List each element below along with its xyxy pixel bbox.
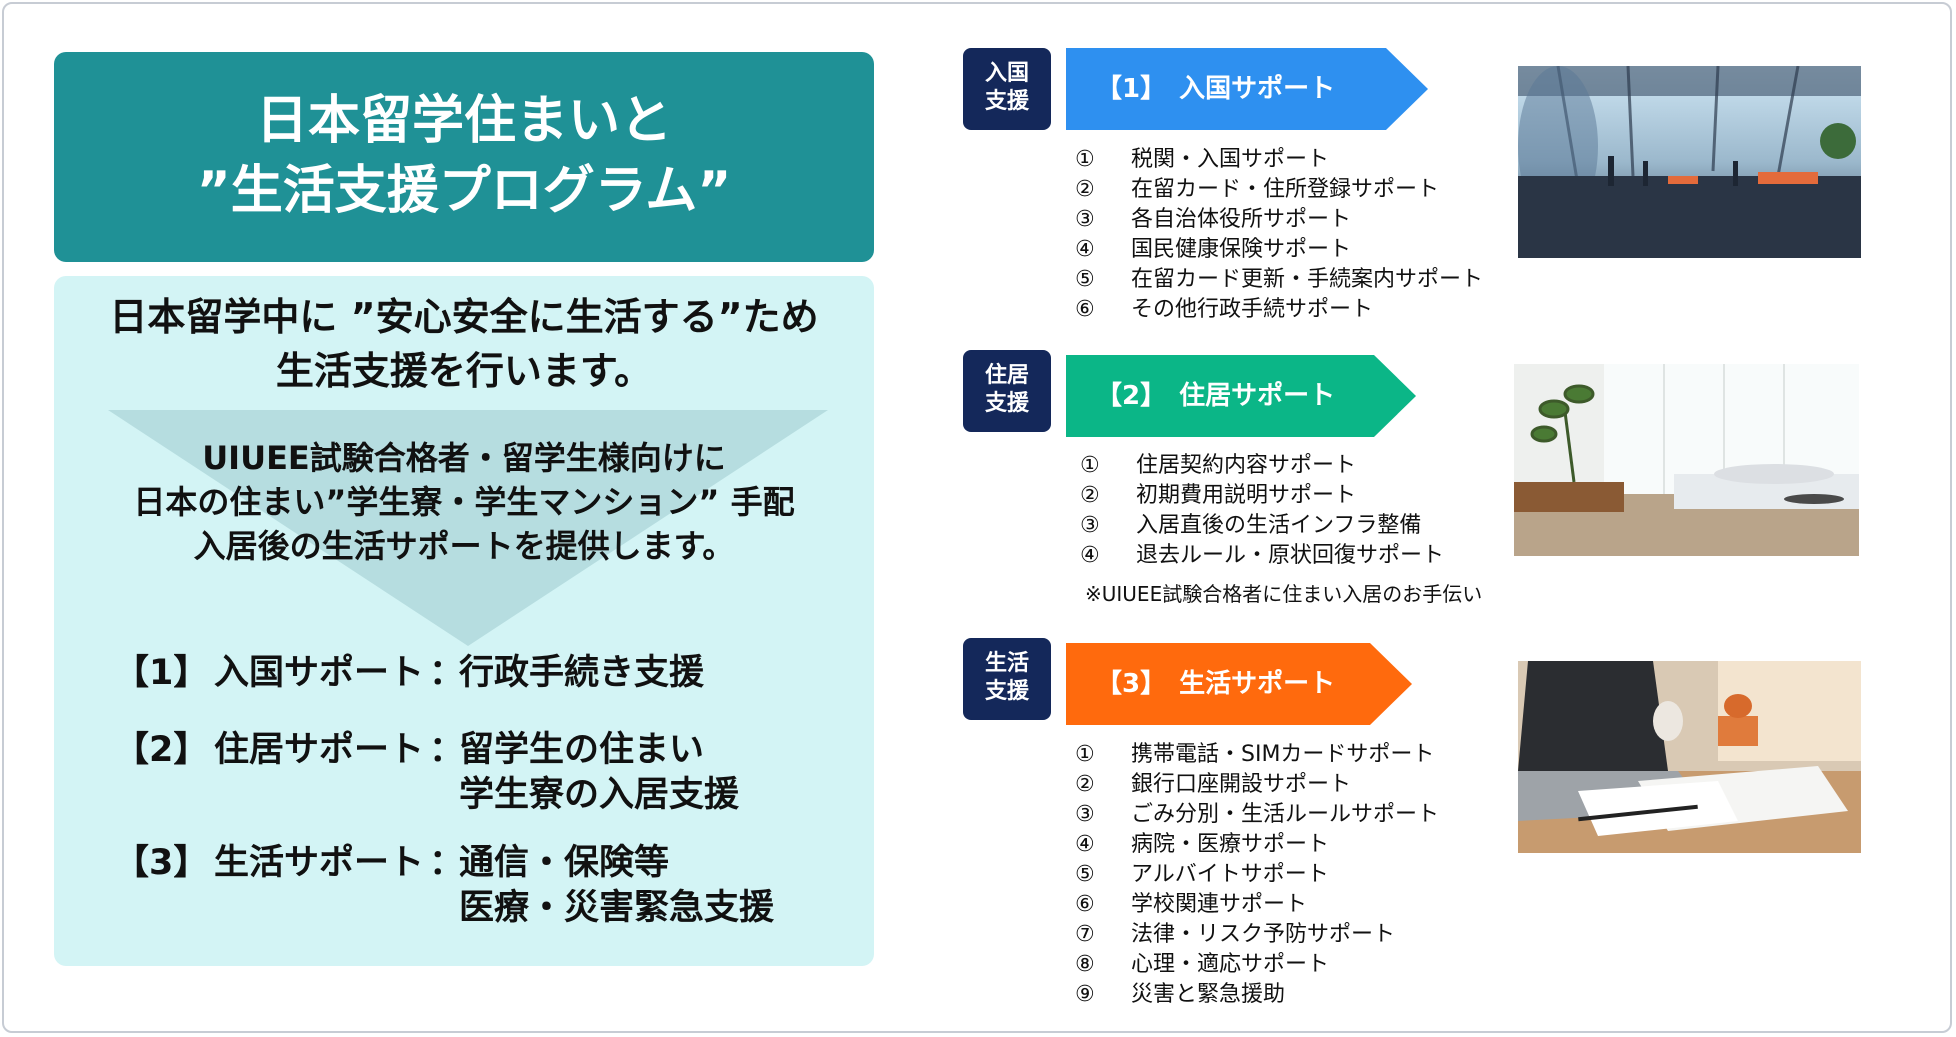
down-triangle xyxy=(108,410,828,646)
summary-desc: 留学生の住まい xyxy=(459,730,705,770)
lead-line-1: 日本留学中に ”安心安全に生活する”ため xyxy=(109,295,819,339)
triangle-line-1: UIUEE試験合格者・留学生様向けに xyxy=(202,439,726,477)
tag-line-2: 支援 xyxy=(984,391,1029,416)
life-heading-arrow: 【3】 生活サポート xyxy=(1066,643,1412,725)
entry-heading-arrow: 【1】 入国サポート xyxy=(1066,48,1428,130)
summary-desc: 通信・保険等 xyxy=(459,843,670,883)
summary-name: 生活サポート xyxy=(214,843,425,883)
tag-line-1: 住居 xyxy=(984,363,1029,388)
summary-bracket: 【2】 xyxy=(114,730,209,770)
triangle-line-2: 日本の住まい”学生寮・学生マンション” 手配 xyxy=(133,483,795,521)
summary-desc-2: 学生寮の入居支援 xyxy=(459,775,740,815)
summary-name: 入国サポート xyxy=(214,653,425,693)
title-line-2: ”生活支援プログラム” xyxy=(196,161,732,221)
tag-entry: 入国 支援 xyxy=(963,48,1051,130)
summary-colon: ： xyxy=(429,730,465,770)
housing-note: ※UIUEE試験合格者に住まい入居のお手伝い xyxy=(1085,582,1483,606)
summary-name: 住居サポート xyxy=(214,730,425,770)
tag-life: 生活 支援 xyxy=(963,638,1051,720)
lead-text: 日本留学中に ”安心安全に生活する”ため 生活支援を行います。 xyxy=(54,290,874,398)
triangle-line-3: 入居後の生活サポートを提供します。 xyxy=(193,527,735,565)
summary-bracket: 【1】 xyxy=(114,653,209,693)
tag-line-2: 支援 xyxy=(984,89,1029,114)
title-line-1: 日本留学住まいと xyxy=(255,91,672,151)
tag-housing: 住居 支援 xyxy=(963,350,1051,432)
tag-line-2: 支援 xyxy=(984,679,1029,704)
desk-laptop-photo xyxy=(1518,661,1861,853)
summary-item-housing: 【2】住居サポート：留学生の住まい 学生寮の入居支援 xyxy=(114,728,739,818)
triangle-text: UIUEE試験合格者・留学生様向けに 日本の住まい”学生寮・学生マンション” 手… xyxy=(54,436,874,568)
summary-desc: 行政手続き支援 xyxy=(459,653,705,693)
title-box: 日本留学住まいと ”生活支援プログラム” xyxy=(54,52,874,262)
airport-photo xyxy=(1518,66,1861,258)
summary-item-entry: 【1】入国サポート：行政手続き支援 xyxy=(114,651,704,696)
tag-line-1: 生活 xyxy=(984,651,1029,676)
summary-item-life: 【3】生活サポート：通信・保険等 医療・災害緊急支援 xyxy=(114,841,774,931)
housing-heading-arrow: 【2】 住居サポート xyxy=(1066,355,1416,437)
room-photo xyxy=(1514,364,1859,556)
summary-desc-2: 医療・災害緊急支援 xyxy=(459,888,775,928)
summary-panel: 日本留学中に ”安心安全に生活する”ため 生活支援を行います。 UIUEE試験合… xyxy=(54,276,874,966)
tag-line-1: 入国 xyxy=(984,61,1029,86)
summary-colon: ： xyxy=(429,843,465,883)
summary-colon: ： xyxy=(429,653,465,693)
lead-line-2: 生活支援を行います。 xyxy=(275,349,653,393)
summary-bracket: 【3】 xyxy=(114,843,209,883)
